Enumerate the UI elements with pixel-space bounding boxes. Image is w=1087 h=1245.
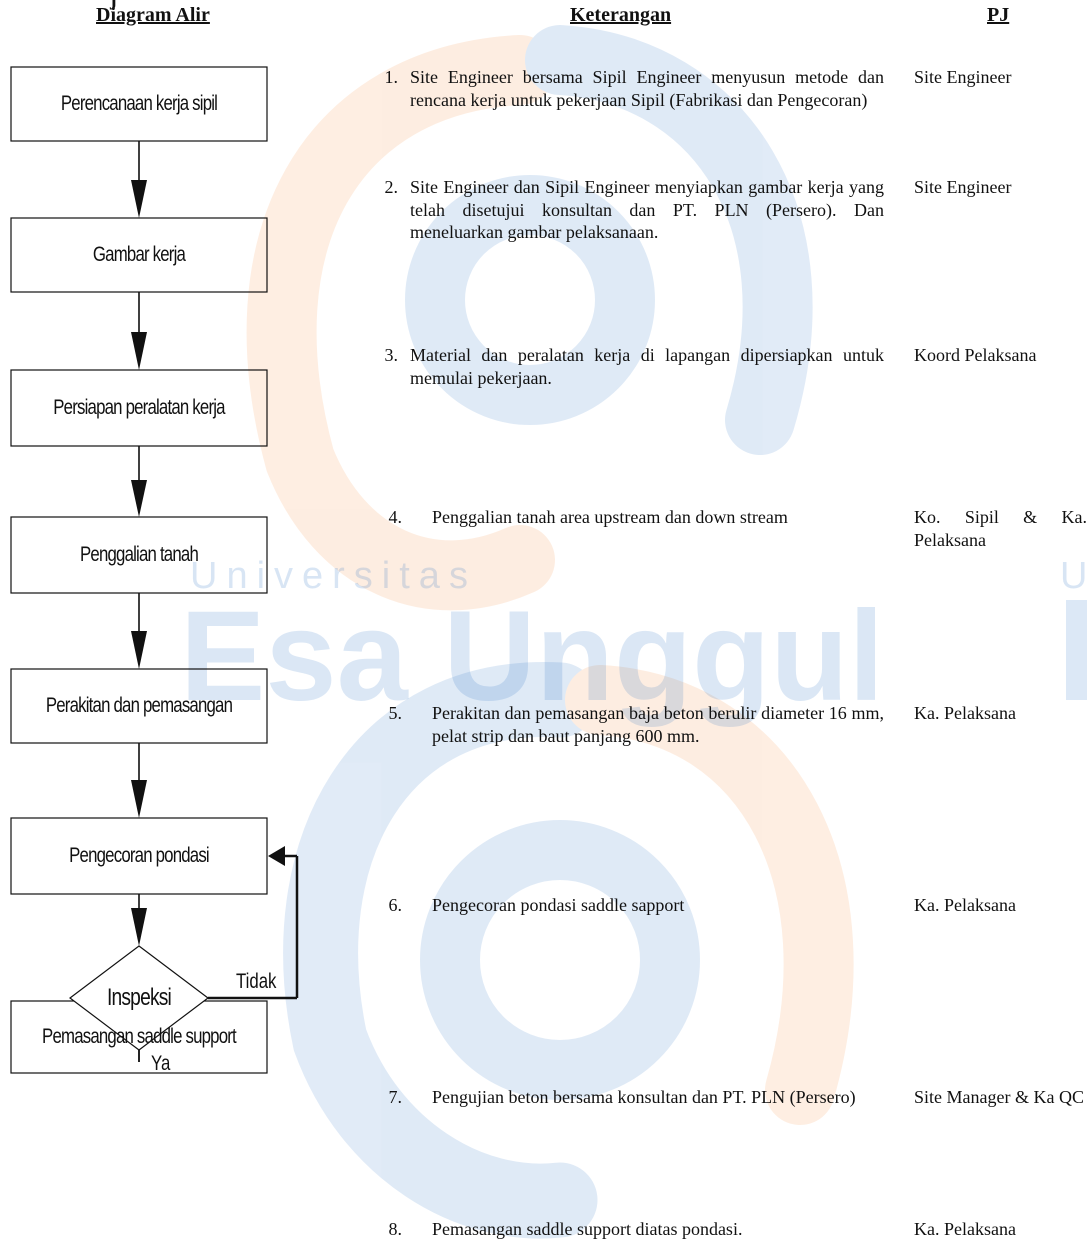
- arrowhead-4: [131, 631, 147, 669]
- step-7-description: Pengujian beton bersama konsultan dan PT…: [432, 1087, 856, 1107]
- step-3-description: Material dan peralatan kerja di lapangan…: [410, 345, 884, 388]
- decision-yes-label: Ya: [151, 1052, 171, 1075]
- step-7-number: 7.: [388, 1087, 403, 1107]
- step-8-pj: Ka. Pelaksana: [914, 1219, 1016, 1239]
- step-3-number: 3.: [384, 345, 399, 365]
- step-8-description: Pemasangan saddle support diatas pondasi…: [432, 1219, 743, 1239]
- arrowhead-1: [131, 180, 147, 218]
- step-4-description: Penggalian tanah area upstream dan down …: [432, 507, 788, 527]
- flow-box-6-label: Pengecoran pondasi: [69, 844, 210, 867]
- step-6-description: Pengecoran pondasi saddle sapport: [432, 895, 685, 915]
- step-5-number: 5.: [388, 703, 403, 723]
- flow-box-4-label: Penggalian tanah: [80, 543, 199, 566]
- decision-no-label: Tidak: [236, 970, 277, 993]
- flow-box-2-label: Gambar kerja: [92, 243, 186, 266]
- flow-box-5-label: Perakitan dan pemasangan: [45, 694, 233, 717]
- header-pj: PJ: [987, 4, 1010, 26]
- step-4-pj: Ko. Sipil & Ka. Pelaksana: [914, 507, 1087, 550]
- step-5-pj: Ka. Pelaksana: [914, 703, 1016, 723]
- loop-arrowhead: [268, 846, 285, 866]
- header-diagram-alir: Diagram Alir: [96, 4, 210, 26]
- step-5-description: Perakitan dan pemasangan baja beton beru…: [432, 703, 884, 746]
- flow-box-1-label: Perencanaan kerja sipil: [60, 92, 218, 115]
- arrowhead-6: [131, 908, 147, 946]
- step-1-number: 1.: [384, 67, 399, 87]
- step-1-description: Site Engineer bersama Sipil Engineer men…: [410, 67, 884, 110]
- flow-box-7-label: Pemasangan saddle support: [42, 1025, 237, 1048]
- arrowhead-3: [131, 480, 147, 517]
- flow-box-3-label: Persiapan peralatan kerja: [53, 396, 225, 419]
- arrowhead-5: [131, 780, 147, 818]
- step-2-number: 2.: [384, 177, 399, 197]
- step-3-pj: Koord Pelaksana: [914, 345, 1037, 365]
- step-8-number: 8.: [388, 1219, 403, 1239]
- arrowhead-2: [131, 332, 147, 370]
- step-6-number: 6.: [388, 895, 403, 915]
- step-6-pj: Ka. Pelaksana: [914, 895, 1016, 915]
- step-4-number: 4.: [388, 507, 403, 527]
- step-1-pj: Site Engineer: [914, 67, 1012, 87]
- step-7-pj: Site Manager & Ka QC: [914, 1087, 1084, 1107]
- cut-off-heading: j: [110, 0, 117, 11]
- decision-label: Inspeksi: [106, 984, 172, 1011]
- header-keterangan: Keterangan: [570, 4, 672, 26]
- step-2-pj: Site Engineer: [914, 177, 1012, 197]
- step-2-description: Site Engineer dan Sipil Engineer menyiap…: [410, 177, 884, 242]
